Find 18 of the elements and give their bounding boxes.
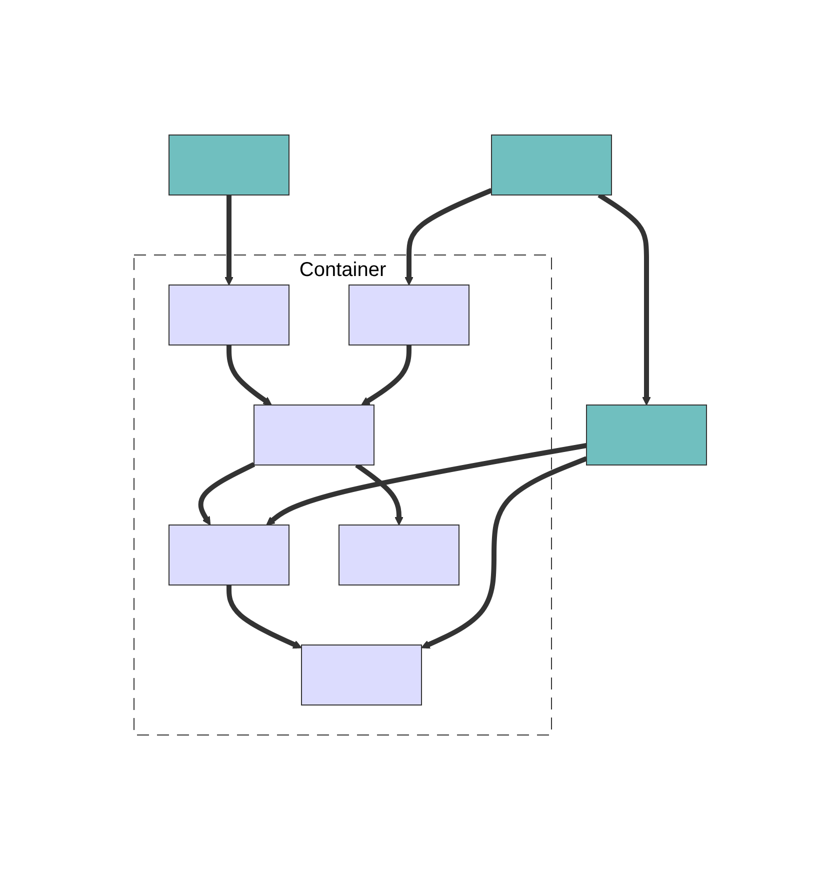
arrow (226, 345, 272, 406)
arrow (420, 456, 588, 649)
node-box (168, 134, 290, 196)
arrow (224, 195, 234, 286)
arrow (198, 462, 255, 526)
arrow (226, 585, 302, 649)
node-box (168, 284, 290, 346)
node-box (300, 644, 422, 706)
node-box (338, 524, 460, 586)
node-box (348, 284, 470, 346)
cluster: Container (133, 254, 552, 736)
arrow (266, 443, 587, 526)
node-box (168, 524, 290, 586)
arrow (360, 345, 412, 406)
node-box (253, 404, 374, 466)
arrow (404, 188, 492, 286)
node-box (490, 134, 612, 196)
node-box (586, 404, 707, 466)
